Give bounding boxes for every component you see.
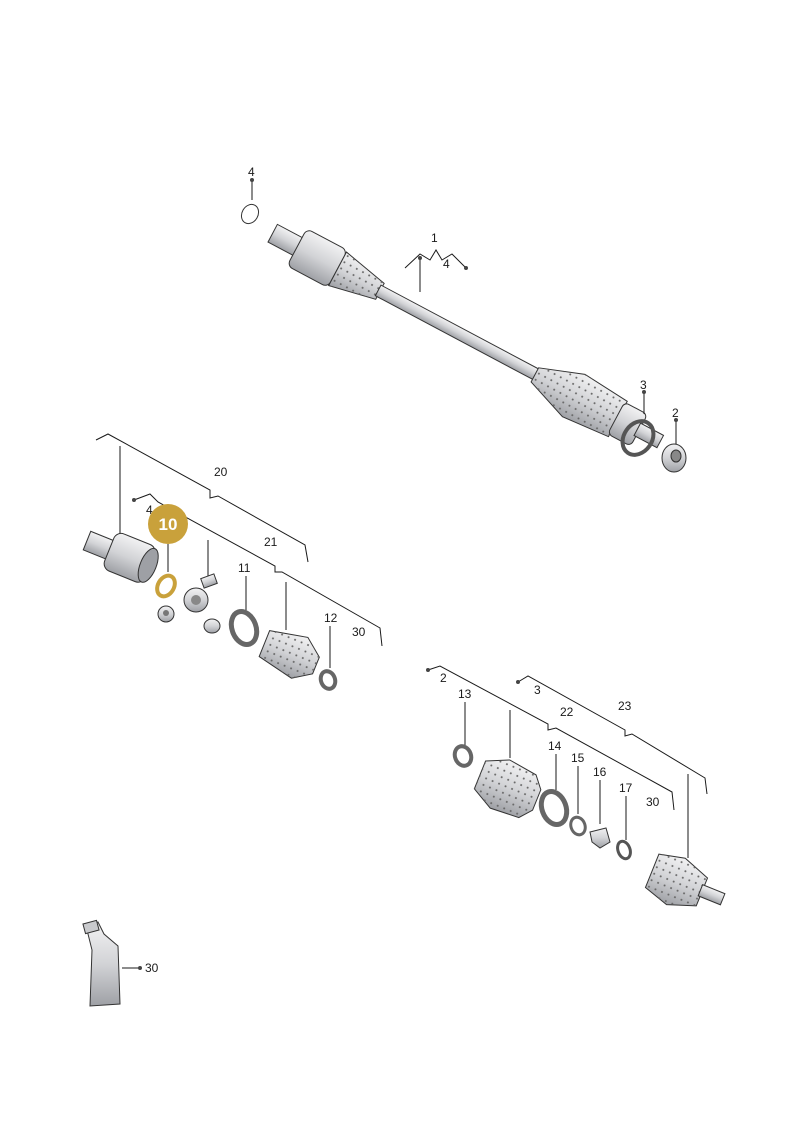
callout-30-grease: 30: [145, 961, 159, 975]
callout-23: 23: [618, 699, 632, 713]
highlighted-callout-10[interactable]: 10: [148, 504, 188, 544]
clamp-part-14[interactable]: [537, 788, 571, 828]
callout-outer-2: 2: [440, 671, 447, 685]
circlip-part-17[interactable]: [615, 839, 632, 861]
roller-small[interactable]: [203, 618, 221, 634]
grease-tube[interactable]: [82, 919, 121, 1007]
inner-joint-housing[interactable]: [80, 522, 164, 587]
callout-21: 21: [264, 535, 278, 549]
spacer-part-16[interactable]: [589, 827, 611, 849]
highlight-10-label: 10: [159, 515, 178, 534]
callout-13: 13: [458, 687, 472, 701]
inner-boot[interactable]: [256, 623, 324, 685]
callout-outer-3: 3: [534, 683, 541, 697]
outer-boot[interactable]: [470, 752, 547, 823]
highlighted-ring-part-10[interactable]: [154, 572, 179, 599]
callout-15: 15: [571, 751, 585, 765]
callout-3: 3: [640, 378, 647, 392]
callout-30-b: 30: [646, 795, 660, 809]
outer-joint[interactable]: [642, 849, 731, 924]
ring-part-3[interactable]: [616, 415, 660, 461]
clamp-part-11[interactable]: [227, 608, 261, 648]
clamp-part-12[interactable]: [318, 669, 338, 691]
clamp-part-13[interactable]: [452, 744, 474, 768]
tripod-spider[interactable]: [183, 573, 218, 613]
callout-20: 20: [214, 465, 228, 479]
callout-4-kit: 4: [146, 503, 153, 517]
callout-12: 12: [324, 611, 338, 625]
callout-22: 22: [560, 705, 574, 719]
nut-small[interactable]: [157, 605, 175, 623]
circlip-part-4[interactable]: [238, 201, 262, 226]
callout-4-top: 4: [248, 165, 255, 179]
nut-part-2[interactable]: [661, 443, 687, 473]
callout-17: 17: [619, 781, 633, 795]
callout-11: 11: [238, 561, 251, 575]
ring-part-15[interactable]: [568, 815, 587, 837]
callout-14: 14: [548, 739, 562, 753]
callout-16: 16: [593, 765, 607, 779]
callout-1: 1: [431, 231, 438, 245]
callout-30-a: 30: [352, 625, 366, 639]
callout-1-sub-4: 4: [443, 257, 450, 271]
drive-shaft-assembly[interactable]: [260, 214, 671, 463]
callout-2: 2: [672, 406, 679, 420]
